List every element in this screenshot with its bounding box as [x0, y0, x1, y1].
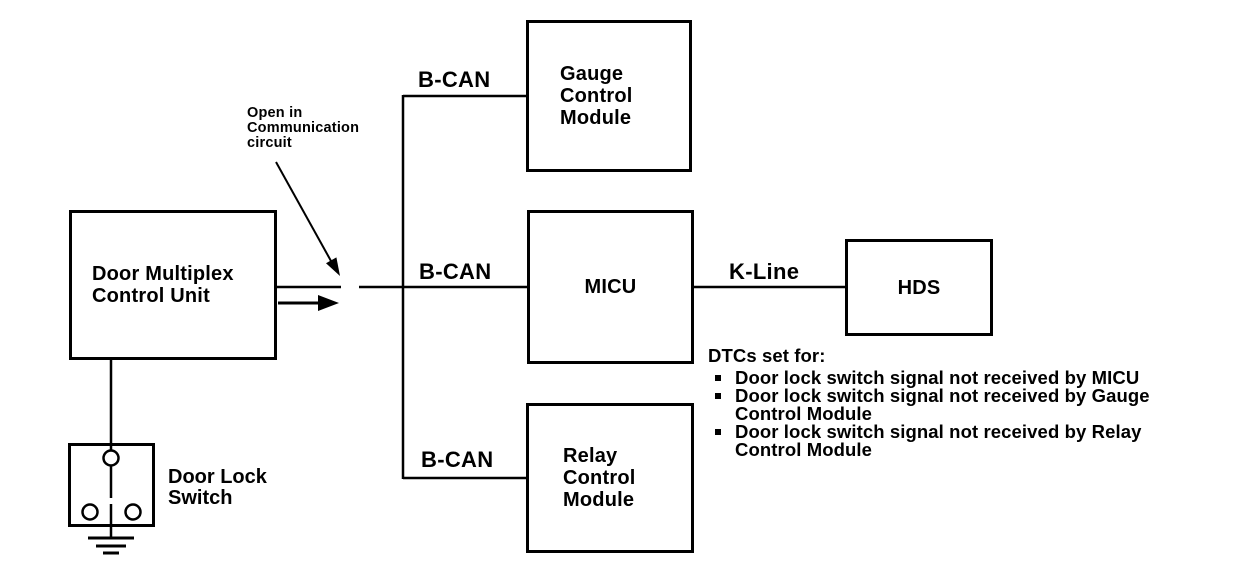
dtc-item-text: Door lock switch signal not received by …: [735, 421, 1142, 460]
output-arrow-head: [318, 295, 339, 311]
door-multiplex-control-unit-label: Door Multiplex Control Unit: [92, 263, 234, 307]
bcan-label-relay: B-CAN: [421, 447, 494, 472]
open-in-communication-circuit-annotation: Open in Communication circuit: [247, 105, 360, 151]
micu-box: MICU: [527, 210, 694, 364]
open-point-arrow-shaft: [275, 161, 332, 262]
hds-box: HDS: [845, 239, 993, 336]
switch-terminal-right: [124, 503, 142, 521]
bcan-label-gauge: B-CAN: [418, 67, 491, 92]
relay-control-module-label: Relay Control Module: [563, 445, 636, 511]
dtc-item: Door lock switch signal not received by …: [708, 421, 1233, 460]
dtc-block: DTCs set for: Door lock switch signal no…: [708, 345, 1233, 460]
door-lock-switch-label: Door Lock Switch: [168, 466, 267, 509]
hds-label: HDS: [897, 276, 941, 299]
switch-terminal-top: [102, 449, 120, 467]
dtc-item: Door lock switch signal not received by …: [708, 367, 1233, 388]
bullet-icon: [715, 393, 721, 399]
bcan-label-micu: B-CAN: [419, 259, 492, 284]
dtc-title: DTCs set for:: [708, 345, 826, 366]
gauge-control-module-box: Gauge Control Module: [526, 20, 692, 172]
dtc-item: Door lock switch signal not received by …: [708, 385, 1233, 424]
bullet-icon: [715, 429, 721, 435]
dtc-item-text: Door lock switch signal not received by …: [735, 385, 1150, 424]
dtc-list: Door lock switch signal not received by …: [708, 367, 1233, 460]
gauge-control-module-label: Gauge Control Module: [560, 63, 633, 129]
k-line-label: K-Line: [729, 259, 800, 284]
switch-terminal-left: [81, 503, 99, 521]
door-multiplex-control-unit-box: Door Multiplex Control Unit: [69, 210, 277, 360]
micu-label: MICU: [584, 276, 637, 298]
open-point-arrow-head: [326, 257, 340, 276]
relay-control-module-box: Relay Control Module: [526, 403, 694, 553]
dtc-item-text: Door lock switch signal not received by …: [735, 367, 1140, 388]
door-lock-switch-box: [68, 443, 155, 527]
bullet-icon: [715, 375, 721, 381]
